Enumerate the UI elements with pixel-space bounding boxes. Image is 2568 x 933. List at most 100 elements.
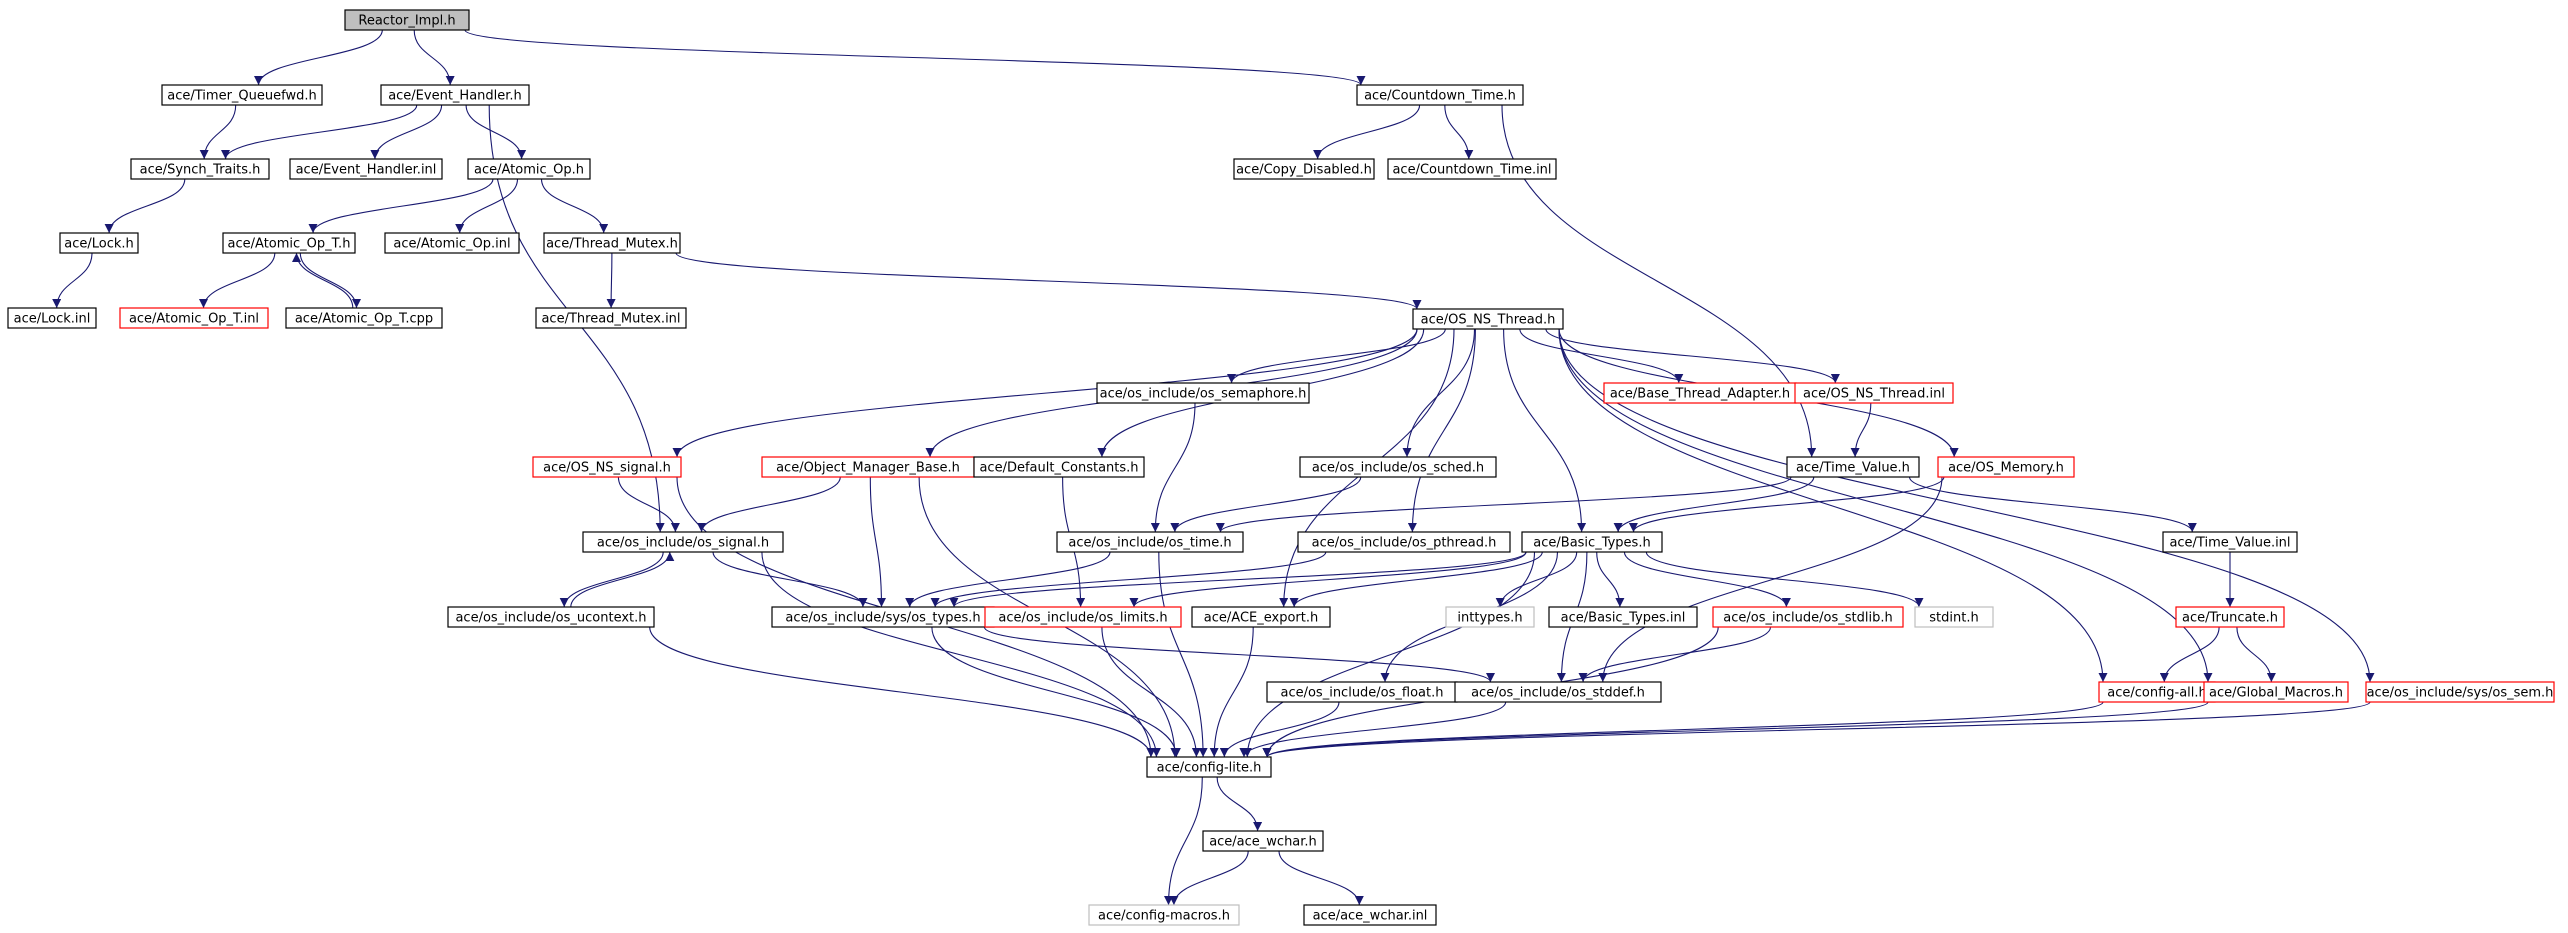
node-box <box>1146 756 1272 778</box>
node-object-manager-base[interactable]: ace/Object_Manager_Base.h <box>761 456 975 478</box>
node-global-macros[interactable]: ace/Global_Macros.h <box>2203 681 2349 703</box>
node-config-lite[interactable]: ace/config-lite.h <box>1146 756 1272 778</box>
node-box <box>1233 158 1375 180</box>
node-config-all[interactable]: ace/config-all.h <box>2098 681 2216 703</box>
node-lock[interactable]: ace/Lock.h <box>59 232 139 254</box>
node-box <box>380 84 530 106</box>
node-ace-wchar-inl[interactable]: ace/ace_wchar.inl <box>1303 904 1437 926</box>
edge-os_float-to-config_lite <box>1219 701 1340 758</box>
edge-reactor_impl-to-countdown_time <box>464 29 1366 86</box>
edge-atomic_op_t-to-atomic_op_t_cpp <box>299 252 361 309</box>
node-os-memory[interactable]: ace/OS_Memory.h <box>1937 456 2075 478</box>
node-atomic-op-t[interactable]: ace/Atomic_Op_T.h <box>222 232 356 254</box>
edges-layer <box>52 29 2375 906</box>
node-ace-wchar[interactable]: ace/ace_wchar.h <box>1202 830 1324 852</box>
node-label: ace/os_include/os_ucontext.h <box>455 611 646 626</box>
node-synch-traits[interactable]: ace/Synch_Traits.h <box>130 158 270 180</box>
node-time-value-inl[interactable]: ace/Time_Value.inl <box>2162 531 2298 553</box>
node-box <box>161 84 323 106</box>
node-box <box>973 456 1145 478</box>
node-label: ace/Basic_Types.inl <box>1561 611 1686 626</box>
node-box <box>1786 456 1920 478</box>
node-label: ace/OS_NS_signal.h <box>543 461 671 476</box>
node-os-ns-signal[interactable]: ace/OS_NS_signal.h <box>532 456 682 478</box>
node-atomic-op-t-cpp[interactable]: ace/Atomic_Op_T.cpp <box>285 307 443 329</box>
node-os-pthread[interactable]: ace/os_include/os_pthread.h <box>1297 531 1511 553</box>
node-label: ace/Truncate.h <box>2182 611 2278 626</box>
node-os-ns-thread[interactable]: ace/OS_NS_Thread.h <box>1412 308 1564 330</box>
edge-os_ns_thread-to-global_macros <box>1558 328 2213 683</box>
node-timer-queuefwd[interactable]: ace/Timer_Queuefwd.h <box>161 84 323 106</box>
edge-reactor_impl-to-event_handler <box>413 29 455 86</box>
edge-os_signal-to-os_types <box>712 551 868 608</box>
node-box <box>1412 308 1564 330</box>
node-os-types[interactable]: ace/os_include/sys/os_types.h <box>771 606 995 628</box>
node-box <box>1387 158 1557 180</box>
edge-countdown_time-to-copy_disabled <box>1313 104 1421 160</box>
node-truncate[interactable]: ace/Truncate.h <box>2175 606 2285 628</box>
node-label: ace/OS_NS_Thread.inl <box>1803 387 1945 402</box>
node-os-sem[interactable]: ace/os_include/sys/os_sem.h <box>2365 681 2555 703</box>
edge-countdown_time-to-countdown_time_inl <box>1444 104 1474 160</box>
node-label: ace/Atomic_Op.inl <box>393 237 510 252</box>
node-basic-types-inl[interactable]: ace/Basic_Types.inl <box>1548 606 1698 628</box>
node-basic-types[interactable]: ace/Basic_Types.h <box>1521 531 1663 553</box>
node-label: ace/Countdown_Time.inl <box>1392 163 1551 178</box>
node-countdown-time[interactable]: ace/Countdown_Time.h <box>1356 84 1524 106</box>
node-atomic-op[interactable]: ace/Atomic_Op.h <box>467 158 591 180</box>
node-os-ns-thread-inl[interactable]: ace/OS_NS_Thread.inl <box>1794 382 1954 404</box>
node-box <box>59 232 139 254</box>
edge-basic_types-to-inttypes <box>1495 551 1578 608</box>
node-thread-mutex-inl[interactable]: ace/Thread_Mutex.inl <box>535 307 687 329</box>
node-os-limits[interactable]: ace/os_include/os_limits.h <box>984 606 1182 628</box>
node-os-semaphore[interactable]: ace/os_include/os_semaphore.h <box>1096 382 1310 404</box>
edge-os_memory-to-basic_types <box>1629 476 1945 533</box>
edge-os_signal-to-config_lite <box>761 551 1161 758</box>
node-box <box>344 9 470 31</box>
node-label: Reactor_Impl.h <box>358 14 455 29</box>
node-lock-inl[interactable]: ace/Lock.inl <box>7 307 97 329</box>
node-box <box>447 606 655 628</box>
node-time-value[interactable]: ace/Time_Value.h <box>1786 456 1920 478</box>
edge-config_lite-to-config_macros <box>1164 776 1203 906</box>
node-reactor-impl[interactable]: Reactor_Impl.h <box>344 9 470 31</box>
node-os-time[interactable]: ace/os_include/os_time.h <box>1056 531 1244 553</box>
node-os-ucontext[interactable]: ace/os_include/os_ucontext.h <box>447 606 655 628</box>
node-os-sched[interactable]: ace/os_include/os_sched.h <box>1299 456 1497 478</box>
node-os-float[interactable]: ace/os_include/os_float.h <box>1266 681 1458 703</box>
node-event-handler-inl[interactable]: ace/Event_Handler.inl <box>289 158 443 180</box>
edge-os_time-to-config_lite <box>1158 551 1208 758</box>
node-label: ace/Lock.h <box>64 237 134 252</box>
node-label: ace/os_include/sys/os_sem.h <box>2367 686 2554 701</box>
node-base-thread-adapter[interactable]: ace/Base_Thread_Adapter.h <box>1603 382 1797 404</box>
node-label: inttypes.h <box>1457 611 1522 626</box>
node-label: ace/config-all.h <box>2107 686 2207 701</box>
node-atomic-op-t-inl[interactable]: ace/Atomic_Op_T.inl <box>119 307 269 329</box>
node-os-stddef[interactable]: ace/os_include/os_stddef.h <box>1454 681 1662 703</box>
edge-countdown_time-to-time_value <box>1501 104 1817 458</box>
node-config-macros[interactable]: ace/config-macros.h <box>1088 904 1240 926</box>
node-event-handler[interactable]: ace/Event_Handler.h <box>380 84 530 106</box>
edge-os_ns_thread-to-os_ns_thread_inl <box>1545 328 1840 384</box>
edge-event_handler-to-synch_traits <box>221 104 418 160</box>
node-os-stdlib[interactable]: ace/os_include/os_stdlib.h <box>1712 606 1904 628</box>
node-label: ace/Time_Value.h <box>1796 461 1910 476</box>
node-box <box>582 531 784 553</box>
node-box <box>1794 382 1954 404</box>
node-label: ace/os_include/os_stddef.h <box>1471 686 1645 701</box>
node-countdown-time-inl[interactable]: ace/Countdown_Time.inl <box>1387 158 1557 180</box>
node-copy-disabled[interactable]: ace/Copy_Disabled.h <box>1233 158 1375 180</box>
node-thread-mutex[interactable]: ace/Thread_Mutex.h <box>543 232 681 254</box>
edge-os_signal-to-os_ucontext <box>559 551 664 608</box>
node-default-constants[interactable]: ace/Default_Constants.h <box>973 456 1145 478</box>
node-label: ace/Event_Handler.h <box>388 89 522 104</box>
edge-os_sem-to-config_lite <box>1262 701 2371 758</box>
node-ace-export[interactable]: ace/ACE_export.h <box>1191 606 1331 628</box>
node-box <box>1096 382 1310 404</box>
node-inttypes[interactable]: inttypes.h <box>1445 606 1535 628</box>
edge-os_ns_thread-to-os_sem <box>1558 328 2375 683</box>
node-os-signal[interactable]: ace/os_include/os_signal.h <box>582 531 784 553</box>
node-atomic-op-inl[interactable]: ace/Atomic_Op.inl <box>384 232 520 254</box>
node-stdint[interactable]: stdint.h <box>1914 606 1994 628</box>
